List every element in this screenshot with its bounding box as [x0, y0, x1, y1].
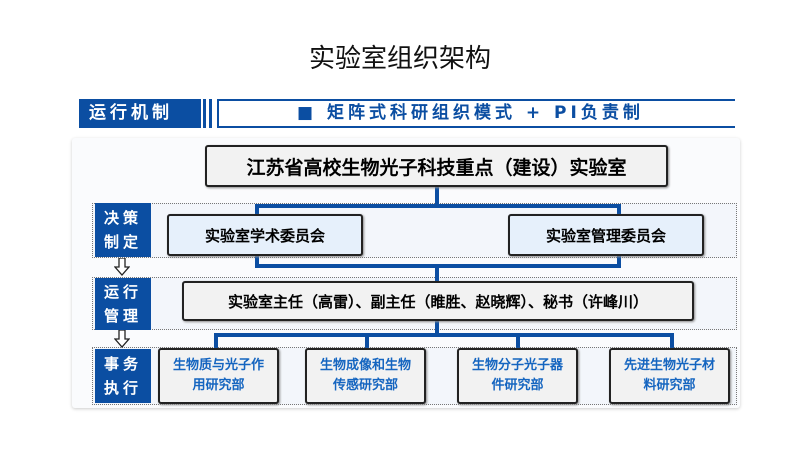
arrow-down-icon — [114, 258, 130, 276]
department-node: 生物质与光子作用研究部 — [158, 348, 279, 404]
row-label-line: 执行 — [103, 379, 142, 397]
row-label-operation: 运行 管理 — [95, 278, 151, 330]
connector — [435, 187, 439, 207]
department-node: 生物分子光子器件研究部 — [457, 348, 578, 404]
mechanism-label: 运行机制 — [79, 99, 201, 128]
department-node: 生物成像和生物传感研究部 — [305, 348, 426, 404]
connector — [435, 264, 439, 282]
row-label-execution: 事务 执行 — [95, 349, 151, 403]
row-label-line: 决策 — [103, 209, 142, 227]
arrow-down-icon — [114, 330, 130, 348]
director-node: 实验室主任（高雷）、副主任（睢胜、赵晓辉）、秘书（许峰川） — [182, 281, 694, 321]
row-label-decision: 决策 制定 — [95, 203, 151, 257]
connector — [670, 333, 674, 349]
row-label-line: 管理 — [103, 307, 142, 325]
row-label-line: 制定 — [103, 233, 142, 251]
divider — [203, 99, 206, 128]
connector — [365, 333, 369, 349]
row-label-line: 运行 — [103, 283, 142, 301]
page-title: 实验室组织架构 — [308, 44, 491, 74]
connector — [516, 333, 520, 349]
connector — [214, 333, 674, 337]
management-committee-node: 实验室管理委员会 — [508, 214, 704, 256]
connector — [255, 204, 621, 208]
department-node: 先进生物光子材料研究部 — [609, 348, 730, 404]
row-label-line: 事务 — [103, 355, 142, 373]
connector — [214, 333, 218, 349]
divider — [209, 99, 212, 128]
lab-node: 江苏省高校生物光子科技重点（建设）实验室 — [205, 145, 668, 187]
connector — [435, 320, 439, 336]
mode-banner: ■ 矩阵式科研组织模式 + PI负责制 — [217, 99, 735, 128]
academic-committee-node: 实验室学术委员会 — [167, 214, 363, 256]
